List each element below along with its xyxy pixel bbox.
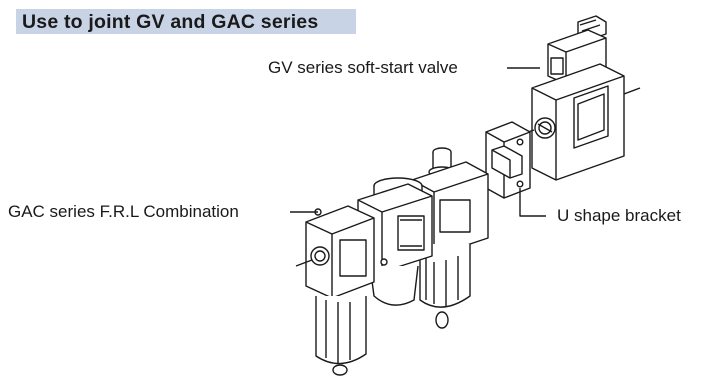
leader-lines (290, 67, 546, 217)
gac-combination-label: GAC series F.R.L Combination (8, 202, 239, 221)
gv-valve-illustration (515, 15, 641, 181)
gv-valve-label: GV series soft-start valve (268, 58, 458, 77)
filter-illustration (295, 205, 375, 376)
title-band (16, 9, 356, 34)
regulator-illustration (411, 147, 489, 329)
u-bracket-label: U shape bracket (557, 206, 681, 225)
page-title: Use to joint GV and GAC series (22, 11, 319, 33)
u-bracket-illustration (485, 121, 531, 199)
center-unit-illustration (357, 177, 433, 306)
